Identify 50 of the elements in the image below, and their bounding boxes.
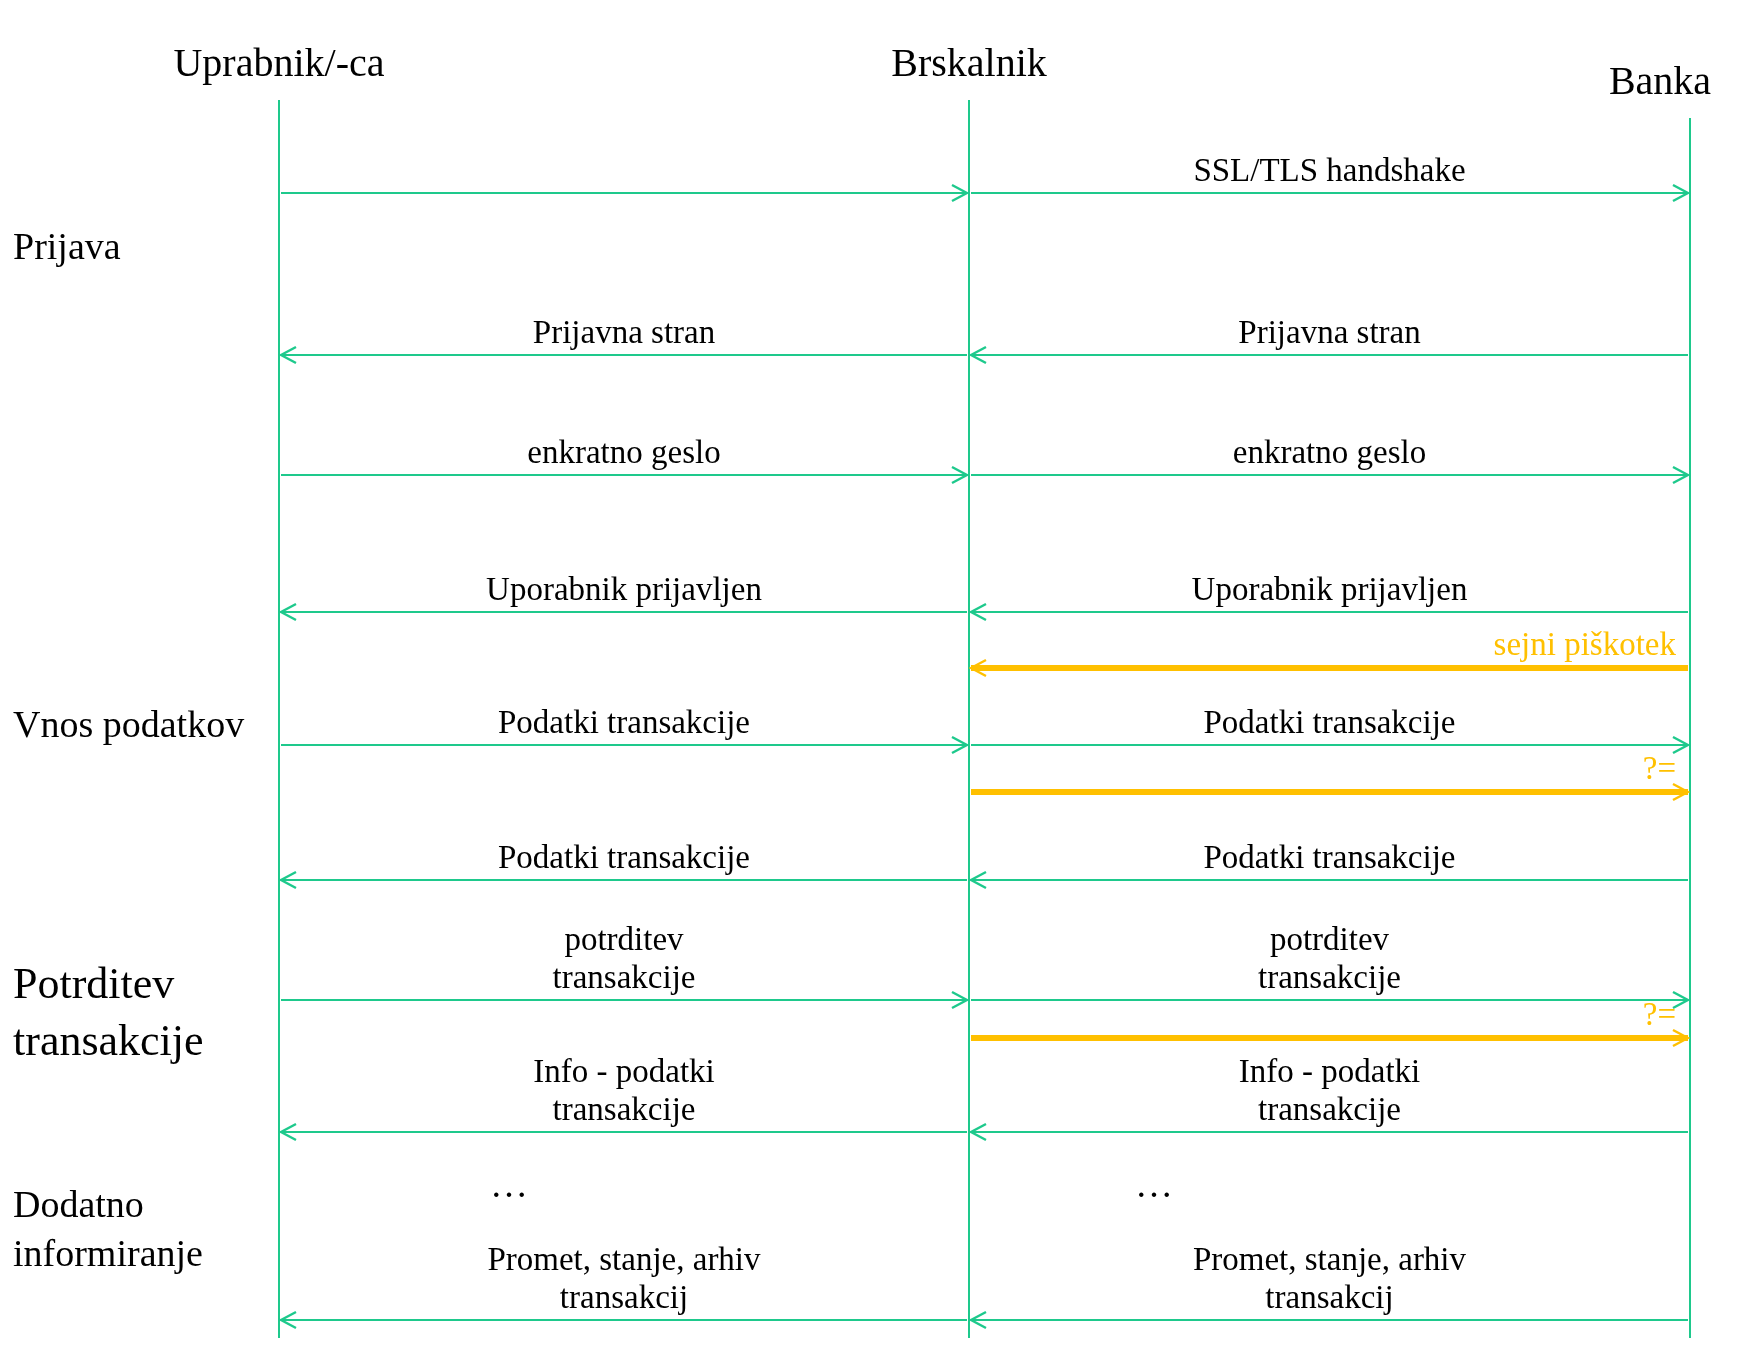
ellipsis-label: … xyxy=(490,1162,529,1207)
phase-label: Vnos podatkov xyxy=(13,702,246,747)
edge-label: ?= xyxy=(1641,995,1676,1033)
edge-label: Uporabnik prijavljen xyxy=(1190,570,1469,608)
ellipsis-label: … xyxy=(1135,1162,1174,1207)
edge-label: Podatki transakcije xyxy=(497,838,751,876)
arrow xyxy=(970,735,1690,755)
arrow xyxy=(280,990,969,1010)
phase-label: Prijava xyxy=(13,224,122,269)
arrow xyxy=(279,1122,968,1142)
edge-label: potrditev transakcije xyxy=(1257,920,1402,996)
arrow xyxy=(969,1122,1689,1142)
arrow xyxy=(280,735,969,755)
participant-label: Brskalnik xyxy=(890,40,1048,86)
arrow xyxy=(279,345,968,365)
arrow xyxy=(969,1310,1689,1330)
edge-label: Promet, stanje, arhiv transakcij xyxy=(1191,1240,1468,1316)
arrow xyxy=(970,465,1690,485)
edge-label: Prijavna stran xyxy=(531,313,717,351)
edge-label: Podatki transakcije xyxy=(1202,838,1457,876)
edge-label: Prijavna stran xyxy=(1237,313,1422,351)
arrow xyxy=(969,658,1688,678)
edge-label: sejni piškotek xyxy=(1492,625,1676,663)
participant-label: Uprabnik/-ca xyxy=(172,40,386,86)
arrow xyxy=(280,465,969,485)
arrow xyxy=(279,1310,968,1330)
arrow xyxy=(969,870,1689,890)
edge-label: Info - podatki transakcije xyxy=(1237,1052,1422,1128)
phase-label: Potrditev transakcije xyxy=(13,958,205,1068)
arrow xyxy=(970,990,1690,1010)
edge-label: Promet, stanje, arhiv transakcij xyxy=(486,1240,762,1316)
arrow xyxy=(280,183,969,203)
edge-label: enkratno geslo xyxy=(526,433,722,471)
arrow xyxy=(279,870,968,890)
edge-label: SSL/TLS handshake xyxy=(1192,151,1467,189)
arrow xyxy=(969,602,1689,622)
edge-label: Podatki transakcije xyxy=(1202,703,1457,741)
phase-label: Dodatno informiranje xyxy=(13,1182,204,1277)
arrow xyxy=(971,1028,1690,1048)
participant-label: Banka xyxy=(1607,58,1713,104)
arrow xyxy=(970,183,1690,203)
arrow xyxy=(279,602,968,622)
arrow xyxy=(969,345,1689,365)
arrow xyxy=(971,782,1690,802)
edge-label: ?= xyxy=(1641,749,1676,787)
edge-label: Info - podatki transakcije xyxy=(532,1052,716,1128)
edge-label: potrditev transakcije xyxy=(551,920,697,996)
edge-label: Podatki transakcije xyxy=(497,703,751,741)
edge-label: enkratno geslo xyxy=(1231,433,1428,471)
edge-label: Uporabnik prijavljen xyxy=(485,570,763,608)
